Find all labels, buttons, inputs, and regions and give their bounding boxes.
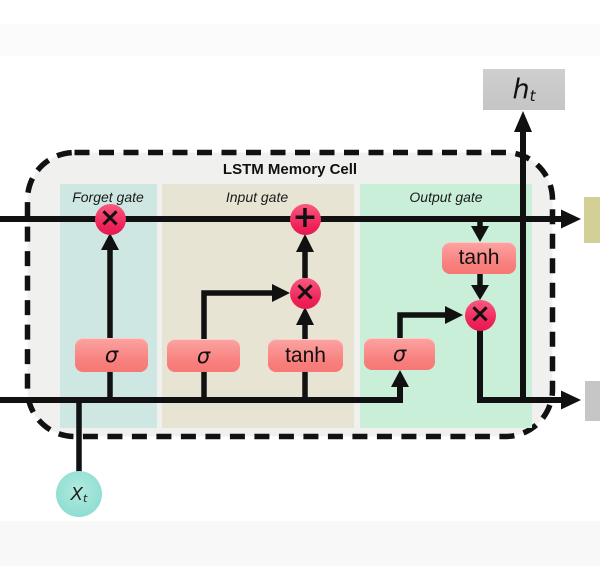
plus-icon: + [292,199,318,235]
input-symbol: X [70,483,83,505]
multiply-to-add-arrowhead [296,234,314,252]
hidden-state-arrowhead [561,390,581,410]
cell-state-arrowhead [561,209,581,229]
forget-multiply-operator: × [94,203,126,235]
input-sigma-elbow [201,290,272,341]
output-multiply-left-arrowhead [445,306,463,324]
hidden-state-line-right [477,330,563,403]
multiply-icon: × [469,299,491,329]
input-multiply-operator: × [289,277,321,309]
cell-state-output-stub [584,197,600,243]
hidden-state-output-stub [585,381,600,421]
output-sigma-node: σ [364,338,435,370]
output-sigma-up-arrowhead [391,370,409,387]
forget-multiply-arrowhead [101,233,119,250]
output-multiply-operator: × [464,299,496,331]
input-sigma-node: σ [167,339,240,372]
tanh-to-multiply-arrowhead [296,307,314,325]
output-gate-label: Output gate [409,189,483,205]
hidden-output-box: h t [483,69,565,110]
hidden-output-subscript: t [529,86,536,105]
hidden-output-symbol: h [512,74,530,105]
output-multiply-down-arrowhead [471,285,489,300]
input-multiply-left-arrowhead [272,284,290,302]
input-add-operator: + [289,199,321,235]
output-sigma-elbow [397,312,446,341]
output-tanh-down-arrowhead [471,226,489,242]
input-gate-panel [162,184,354,428]
output-tanh-node: tanh [442,242,516,274]
input-subscript: t [83,491,88,505]
multiply-icon: × [294,277,316,307]
forget-gate-label: Forget gate [72,189,144,205]
output-gate-panel [360,184,532,428]
input-node: X t [56,471,102,517]
multiply-icon: × [99,203,121,233]
forget-sigma-node: σ [75,338,148,372]
hidden-output-arrowhead [514,111,532,132]
hidden-state-line-left [0,385,403,403]
input-gate-label: Input gate [225,189,289,205]
input-tanh-node: tanh [268,339,343,372]
diagram-title: LSTM Memory Cell [222,161,358,178]
